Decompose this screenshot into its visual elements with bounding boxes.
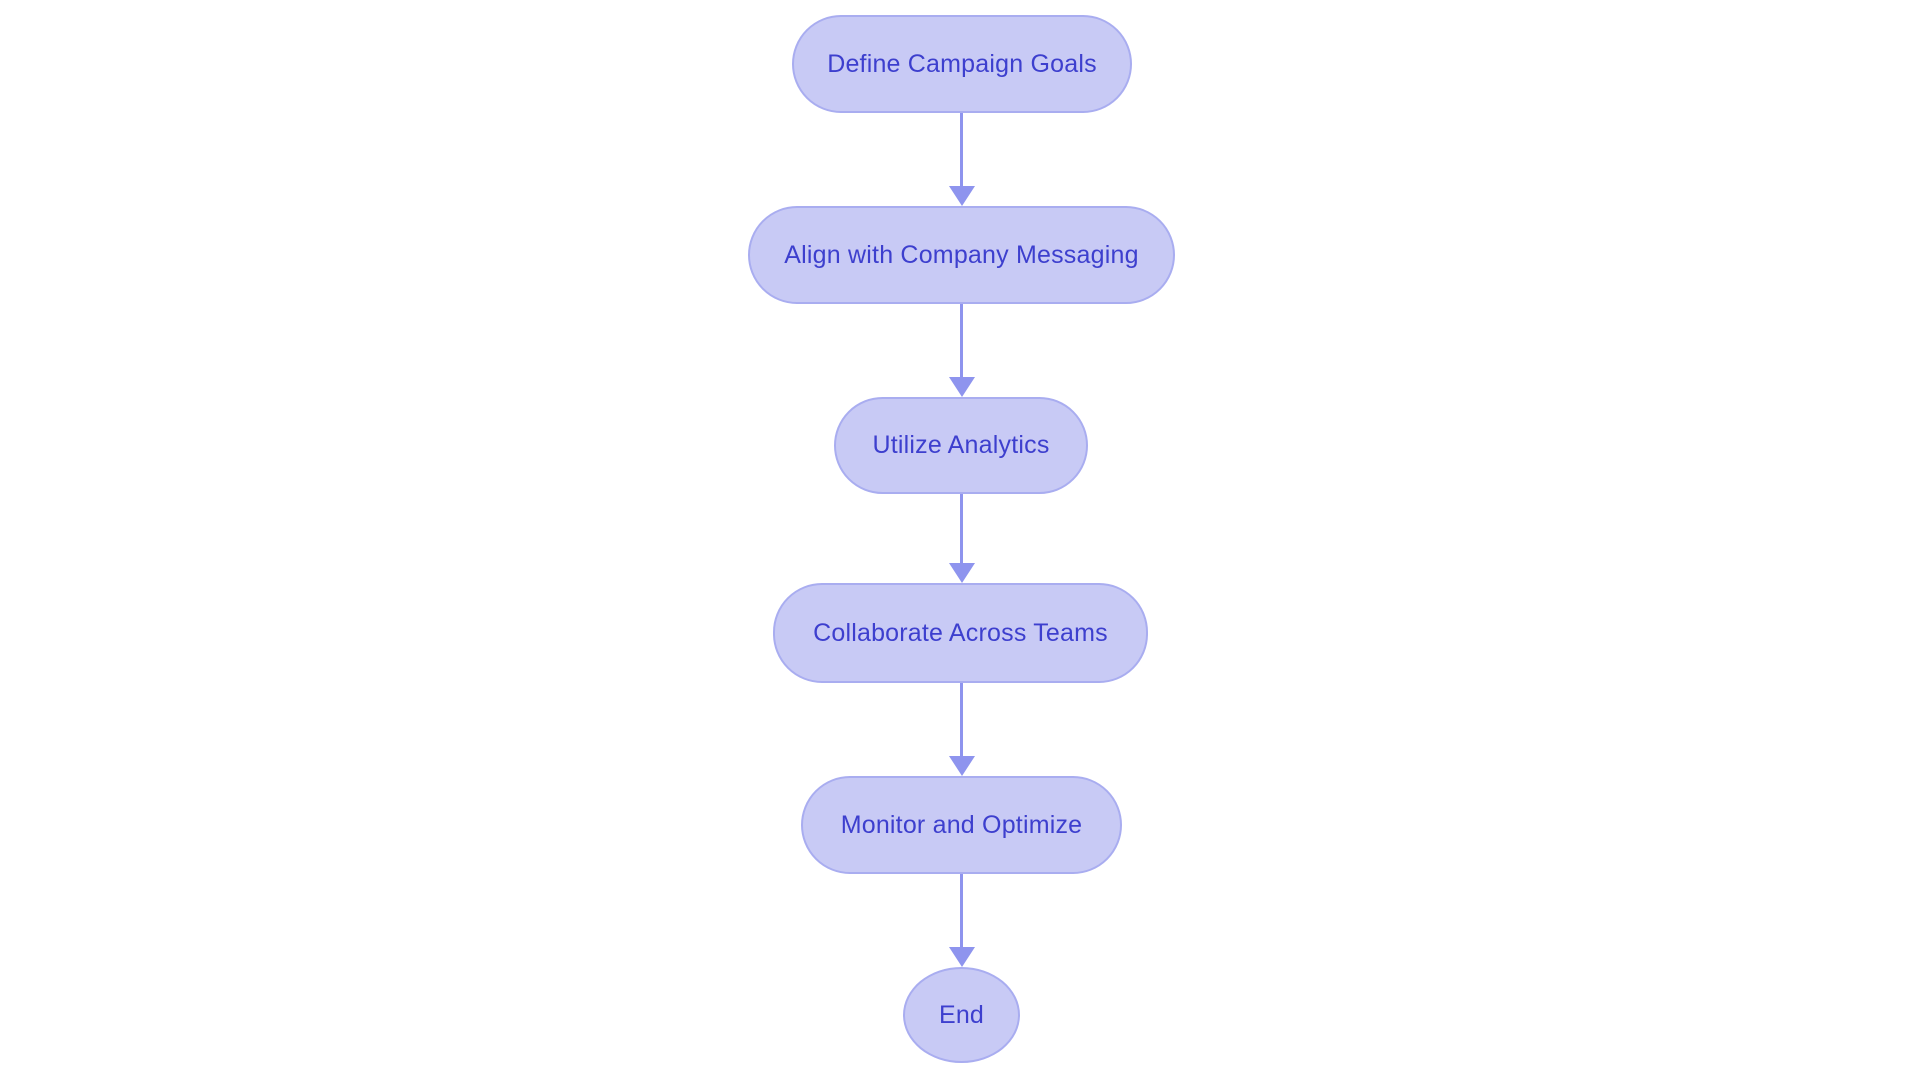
arrow-shaft	[960, 304, 963, 377]
arrowhead-down-icon	[948, 377, 975, 397]
flow-node-collaborate-across-teams: Collaborate Across Teams	[773, 583, 1148, 683]
arrowhead-down-icon	[948, 947, 975, 967]
flow-node-label: Collaborate Across Teams	[813, 618, 1108, 647]
flow-arrow-2	[948, 304, 975, 397]
flow-node-label: Define Campaign Goals	[827, 49, 1097, 78]
flow-node-label: Monitor and Optimize	[840, 810, 1083, 839]
flow-node-end: End	[903, 967, 1020, 1063]
arrowhead-down-icon	[948, 186, 975, 206]
flow-arrow-1	[948, 113, 975, 206]
arrowhead-down-icon	[948, 563, 975, 583]
flow-arrow-5	[948, 874, 975, 967]
flow-node-monitor-and-optimize: Monitor and Optimize	[801, 776, 1122, 874]
flow-node-label: Utilize Analytics	[872, 431, 1050, 459]
flow-node-align-with-company-messaging: Align with Company Messaging	[748, 206, 1175, 304]
arrow-shaft	[960, 874, 963, 947]
arrow-shaft	[960, 113, 963, 186]
flow-node-label: Align with Company Messaging	[784, 240, 1139, 269]
arrow-shaft	[960, 683, 963, 756]
flow-arrow-3	[948, 494, 975, 583]
flow-node-label: End	[938, 1000, 985, 1029]
arrowhead-down-icon	[948, 756, 975, 776]
arrow-shaft	[960, 494, 963, 563]
flow-node-utilize-analytics: Utilize Analytics	[834, 397, 1088, 494]
flow-arrow-4	[948, 683, 975, 776]
flow-node-define-campaign-goals: Define Campaign Goals	[792, 15, 1132, 113]
